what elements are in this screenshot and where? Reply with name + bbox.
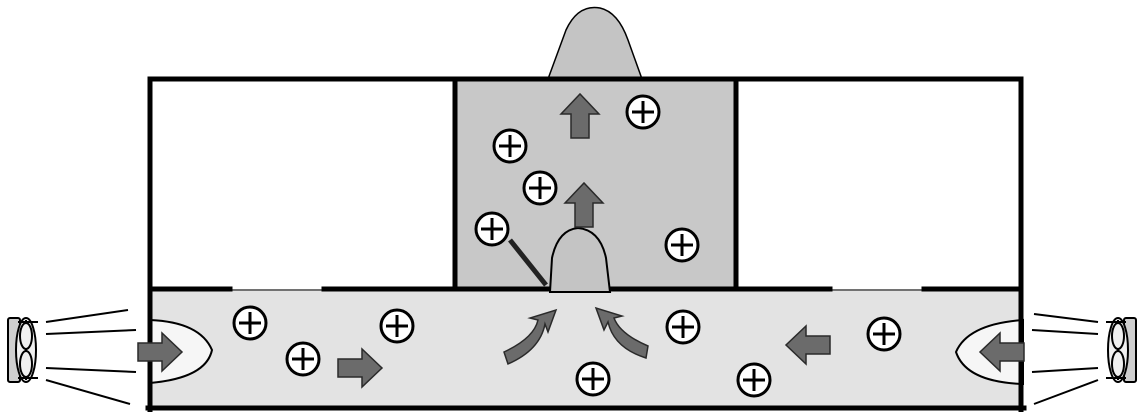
particle [625, 94, 661, 130]
fan-airflow-lines-right [1031, 313, 1099, 405]
arrow-icon [503, 308, 558, 366]
building-walls [145, 76, 1027, 412]
particle [664, 227, 700, 263]
particle [522, 170, 558, 206]
particle [474, 211, 510, 247]
particle [492, 128, 528, 164]
damper-blade [508, 238, 548, 287]
particle [736, 362, 772, 398]
particle [665, 309, 701, 345]
particle [232, 305, 268, 341]
fan-icon [1106, 317, 1137, 383]
room-right [736, 79, 1023, 289]
particle [866, 316, 902, 352]
fan-icon [7, 317, 38, 383]
particle [379, 308, 415, 344]
particle [575, 361, 611, 397]
exhaust-plume [546, 6, 644, 80]
room-left [150, 79, 455, 289]
rising-plume [548, 226, 612, 293]
arrow-icon [594, 306, 649, 359]
particle [285, 341, 321, 377]
fan-airflow-lines-left [45, 309, 137, 405]
